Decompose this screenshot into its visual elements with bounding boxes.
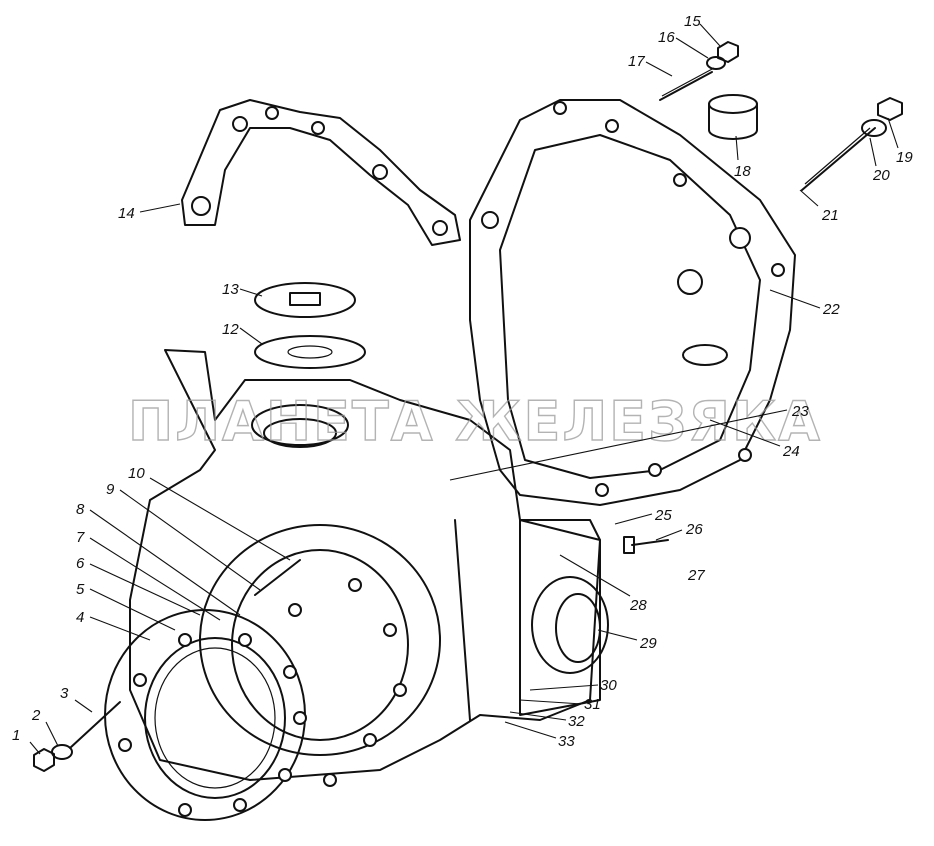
flange-housing — [199, 524, 441, 787]
callout-2: 2 — [31, 707, 41, 724]
nut-part-19 — [877, 97, 903, 121]
gasket-part-12 — [254, 335, 366, 369]
leader-lines — [29, 23, 899, 755]
callout-20: 20 — [872, 167, 890, 184]
callout-26: 26 — [685, 521, 703, 538]
cover-plate-part-13 — [254, 282, 356, 318]
callout-17: 17 — [628, 53, 645, 70]
bolt-part-27 — [623, 536, 669, 554]
callout-23: 23 — [791, 403, 809, 420]
watermark-text: ПЛАНЕТА ЖЕЛЕЗЯКА — [128, 390, 822, 453]
callout-3: 3 — [60, 685, 69, 702]
callout-8: 8 — [76, 501, 85, 518]
callout-9: 9 — [106, 481, 115, 498]
plug-part-18 — [708, 94, 758, 140]
callout-21: 21 — [821, 207, 839, 224]
callout-5: 5 — [76, 581, 85, 598]
callout-25: 25 — [654, 507, 672, 524]
callout-24: 24 — [782, 443, 800, 460]
callout-16: 16 — [658, 29, 675, 46]
pin-part-9 — [254, 559, 301, 596]
stud-part-21 — [801, 127, 876, 191]
front-ring-flange — [104, 609, 307, 821]
callout-14: 14 — [118, 205, 135, 222]
callout-4: 4 — [76, 609, 84, 626]
callout-10: 10 — [128, 465, 145, 482]
callout-7: 7 — [76, 529, 85, 546]
callout-30: 30 — [600, 677, 617, 694]
nut-part-1 — [33, 748, 55, 772]
callout-32: 32 — [568, 713, 585, 730]
callout-27: 27 — [687, 567, 705, 584]
callout-28: 28 — [629, 597, 647, 614]
callout-31: 31 — [584, 696, 601, 713]
gasket-part-14 — [181, 99, 461, 246]
bolt-part-3 — [69, 701, 121, 749]
callout-33: 33 — [558, 733, 575, 750]
bell-housing-part-22 — [469, 99, 796, 506]
side-bearing-cap — [531, 576, 609, 674]
callout-6: 6 — [76, 555, 85, 572]
bolt-part-17 — [659, 67, 715, 101]
callout-1: 1 — [12, 727, 20, 744]
washer-part-16 — [706, 56, 726, 70]
callout-22: 22 — [822, 301, 840, 318]
washer-part-20 — [861, 119, 887, 137]
main-housing — [129, 349, 601, 781]
callout-29: 29 — [639, 635, 657, 652]
callout-labels: 1 2 3 4 5 6 7 8 9 10 12 13 14 15 16 17 1… — [12, 13, 913, 750]
callout-18: 18 — [734, 163, 751, 180]
callout-13: 13 — [222, 281, 239, 298]
callout-12: 12 — [222, 321, 239, 338]
callout-15: 15 — [684, 13, 701, 30]
callout-19: 19 — [896, 149, 913, 166]
